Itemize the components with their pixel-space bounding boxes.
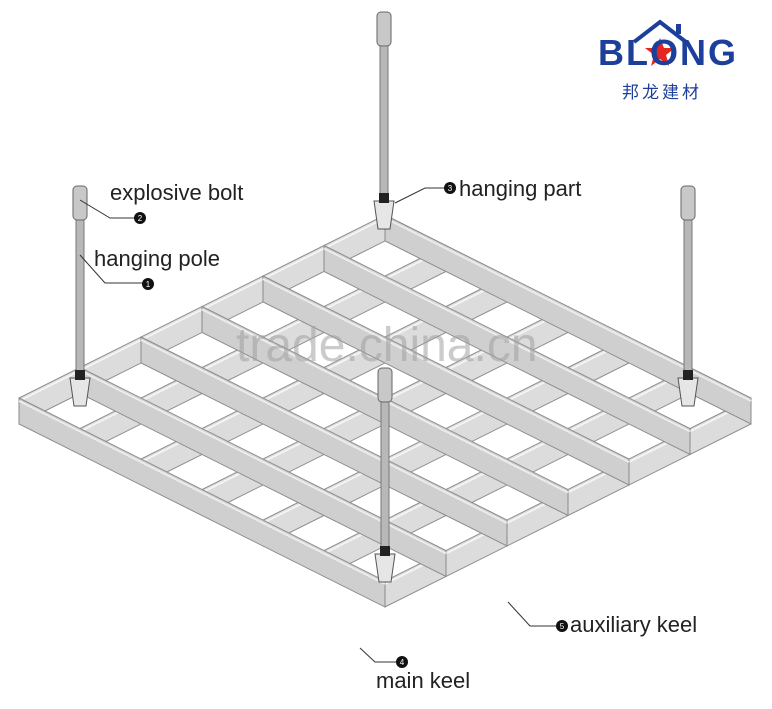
keel-highlight <box>323 247 691 433</box>
keel-highlight <box>140 339 508 524</box>
hanging-part <box>677 377 699 407</box>
hanging-pole <box>683 217 693 381</box>
auxiliary-keel-strip <box>262 275 630 486</box>
keel-highlight <box>18 400 386 585</box>
hanger-clamp <box>379 193 389 203</box>
keel-highlight <box>262 278 630 463</box>
callout-dot <box>396 656 408 668</box>
callouts: 1 2 3 4 5 <box>79 182 568 668</box>
hanging-pole <box>379 43 389 204</box>
hanging-part <box>373 200 395 230</box>
callout-leader <box>359 647 402 663</box>
callout-number: 5 <box>560 622 565 631</box>
explosive-bolt <box>377 367 393 403</box>
hanging-part <box>69 377 91 407</box>
explosive-bolt <box>680 185 696 221</box>
label-auxiliary-keel: auxiliary keel <box>570 612 698 637</box>
hanging-pole <box>380 399 390 557</box>
star-icon <box>645 38 675 66</box>
callout-number: 1 <box>146 280 151 289</box>
hanger-clamp <box>75 370 85 380</box>
callout-leader <box>79 199 140 219</box>
hanger-clamp <box>683 370 693 380</box>
hanging-part <box>374 553 396 583</box>
callout-number: 2 <box>138 214 143 223</box>
callout-number: 4 <box>400 658 405 667</box>
house-roof-icon <box>632 19 688 44</box>
logo-chinese: 邦龙建材 <box>622 83 702 103</box>
explosive-bolt <box>72 185 88 221</box>
explosive-bolt <box>376 11 392 47</box>
hanger-clamp <box>380 546 390 556</box>
logo-wordmark: BLONG <box>598 32 738 73</box>
callout-leader <box>79 254 148 284</box>
callout-leader <box>507 601 562 627</box>
hanging-rods <box>69 11 699 583</box>
callout-leader <box>394 187 450 204</box>
label-main-keel: main keel <box>376 668 471 693</box>
callout-dot <box>556 620 568 632</box>
label-hanging-pole: hanging pole <box>94 246 221 271</box>
callout-dot <box>134 212 146 224</box>
hanging-pole <box>75 217 85 381</box>
auxiliary-keel-strip <box>323 244 691 456</box>
callout-dot <box>142 278 154 290</box>
callout-dot <box>444 182 456 194</box>
callout-number: 3 <box>448 184 453 193</box>
label-hanging-part: hanging part <box>459 176 582 201</box>
auxiliary-keel-strip <box>384 214 752 425</box>
watermark: trade.china.cn <box>236 319 538 372</box>
auxiliary-keel-strip <box>18 397 386 608</box>
label-explosive-bolt: explosive bolt <box>110 180 244 205</box>
